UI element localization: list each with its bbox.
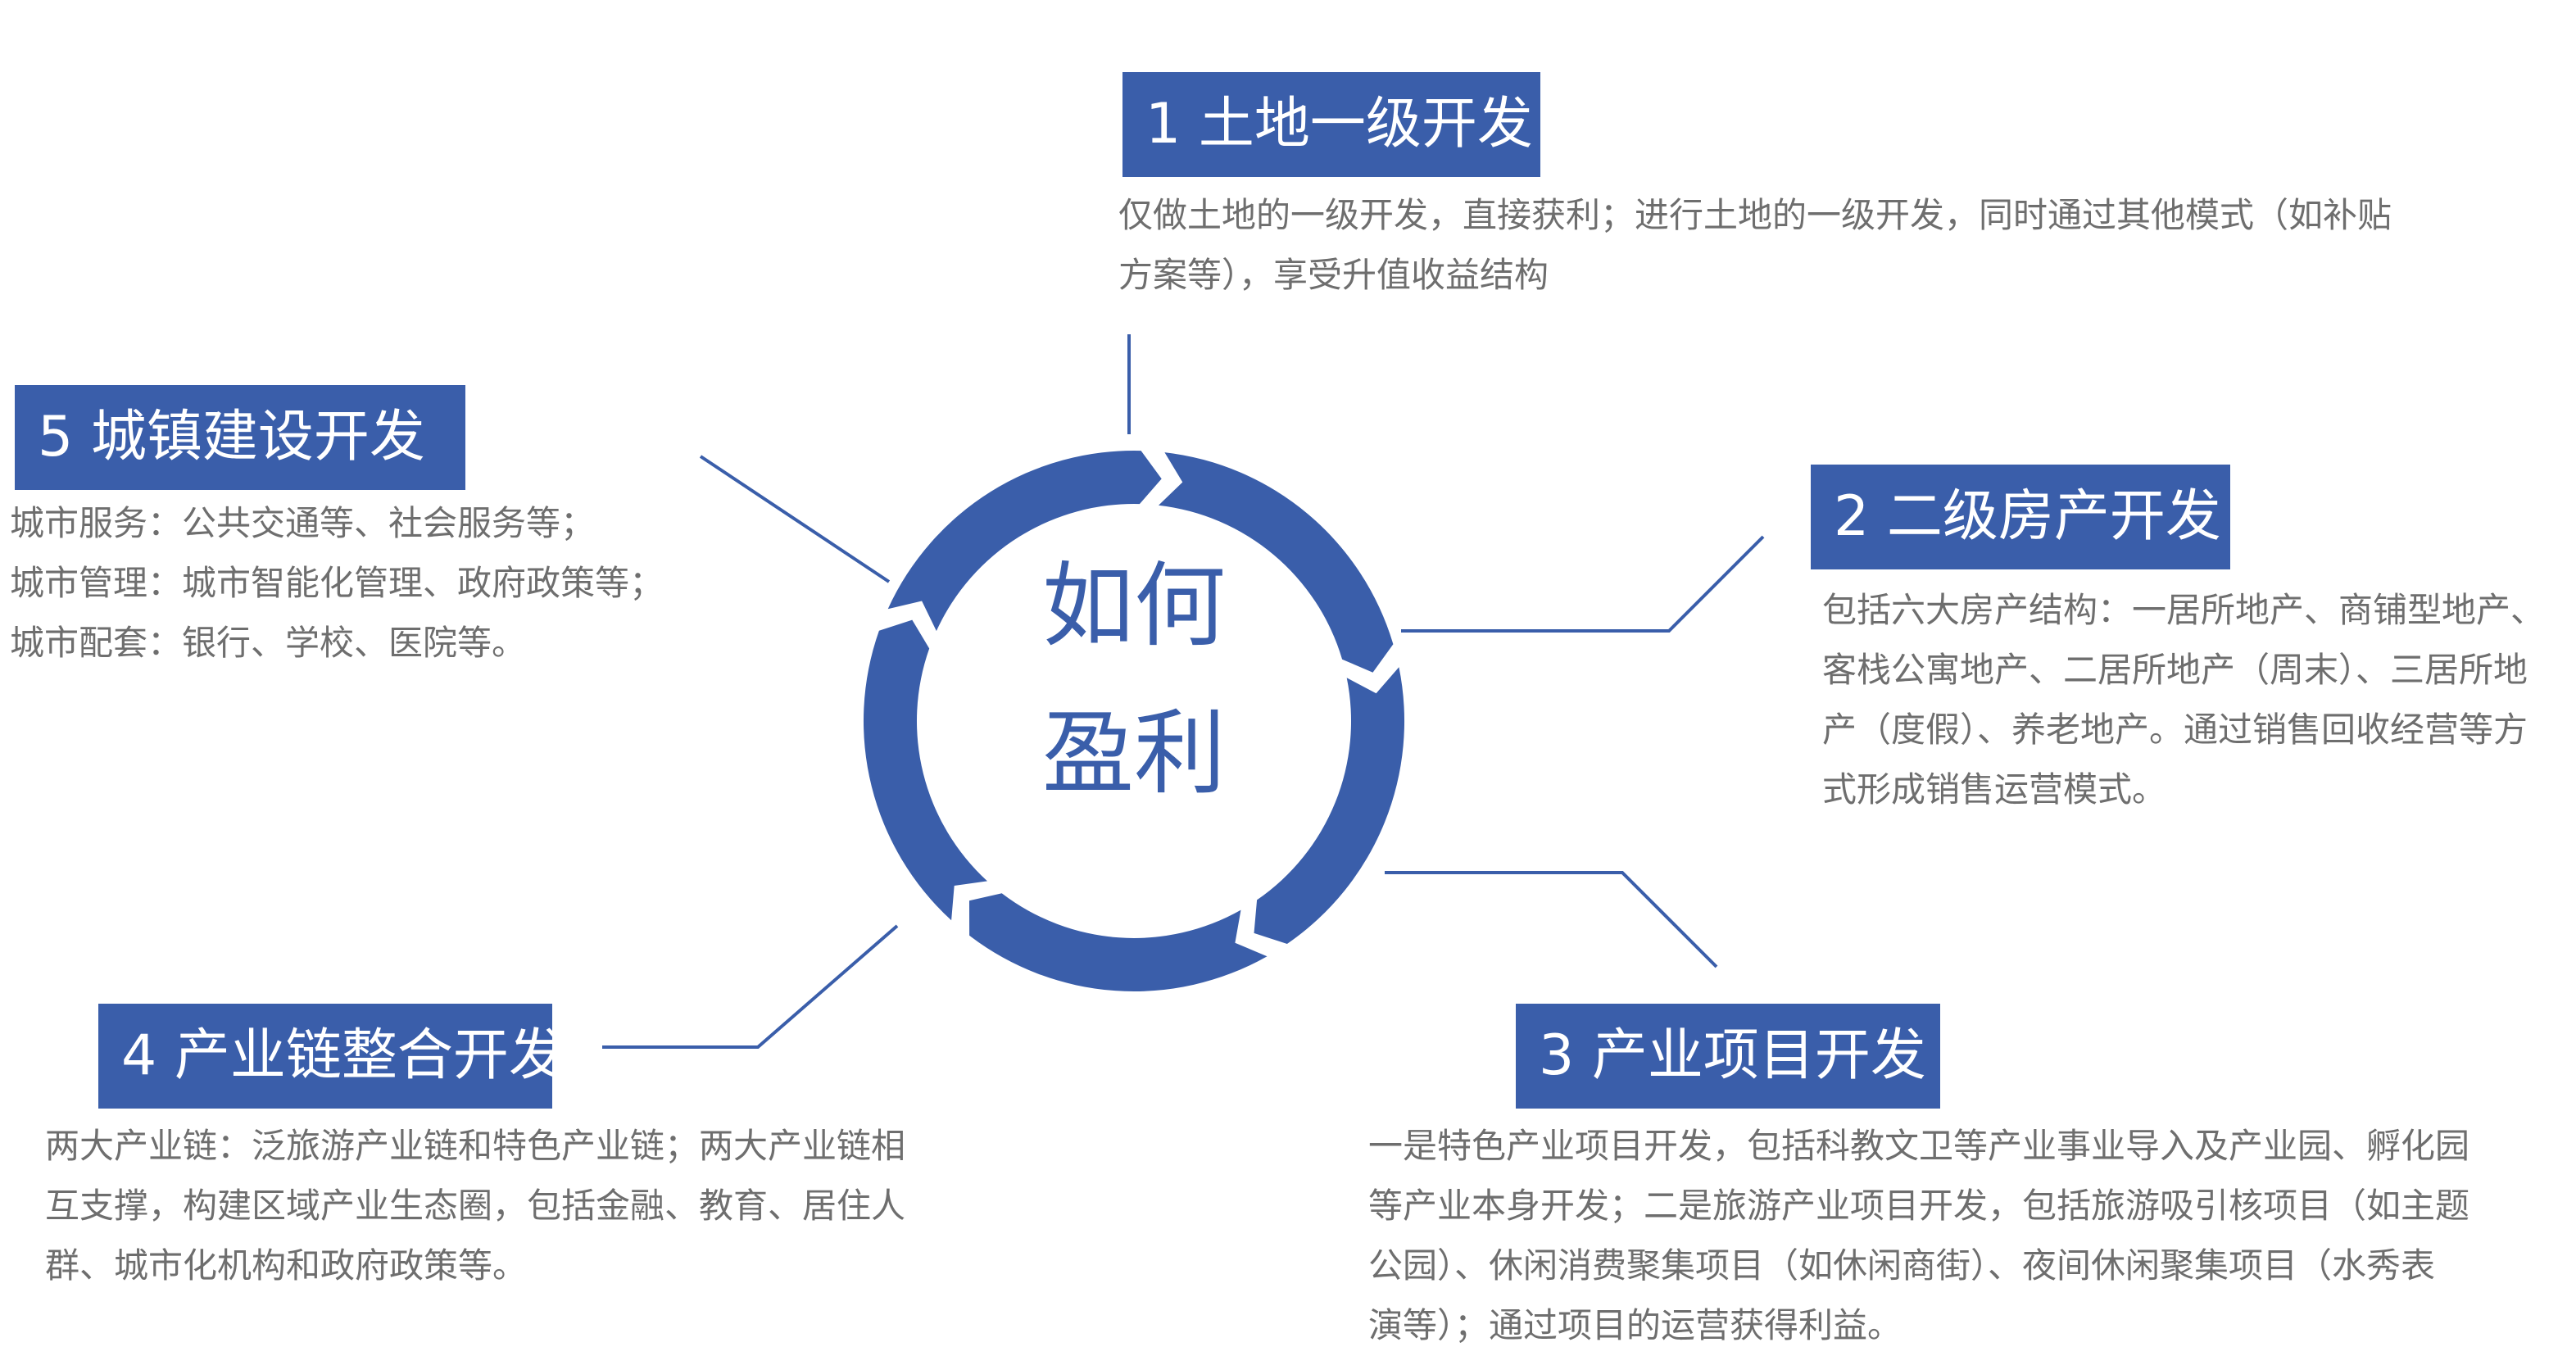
node-3-desc-line: 一是特色产业项目开发，包括科教文卫等产业事业导入及产业园、孵化园 [1368, 1126, 2470, 1166]
ring-segment-4 [863, 619, 987, 921]
node-5-desc-line: 城市服务：公共交通等、社会服务等； [10, 503, 596, 543]
center-title-line-1: 如何 [1042, 553, 1226, 660]
connector-node-2 [1401, 535, 1765, 633]
node-2-desc-line: 产（度假）、养老地产。通过销售回收经营等方 [1822, 710, 2528, 750]
node-1-title: 1 土地一级开发 [1122, 72, 1540, 177]
node-2-desc-line: 式形成销售运营模式。 [1822, 769, 2167, 810]
ring-segment-2 [1254, 667, 1405, 944]
node-4-desc-line: 互支撑，构建区域产业生态圈，包括金融、教育、居住人 [45, 1186, 906, 1226]
ring-segment-1 [1159, 452, 1394, 673]
node-3-desc-line: 等产业本身开发；二是旅游产业项目开发，包括旅游吸引核项目（如主题 [1368, 1186, 2470, 1226]
node-3-desc-line: 公园）、休闲消费聚集项目（如休闲商街）、夜间休闲聚集项目（水秀表 [1368, 1245, 2436, 1286]
node-3-desc-line: 演等）；通过项目的运营获得利益。 [1368, 1305, 1903, 1345]
node-2-description: 包括六大房产结构：一居所地产、商铺型地产、 客栈公寓地产、二居所地产（周末）、三… [1822, 580, 2545, 819]
node-1-desc-line: 仅做土地的一级开发，直接获利；进行土地的一级开发，同时通过其他模式（如补贴 [1118, 195, 2392, 235]
node-3-title: 3 产业项目开发 [1516, 1004, 1940, 1109]
node-5-description: 城市服务：公共交通等、社会服务等； 城市管理：城市智能化管理、政府政策等； 城市… [10, 493, 664, 673]
node-4-title: 4 产业链整合开发 [98, 1004, 565, 1109]
connector-node-5 [699, 455, 891, 583]
center-title: 如何 盈利 [1003, 533, 1265, 828]
node-4-desc-line: 群、城市化机构和政府政策等。 [45, 1245, 528, 1286]
node-5-desc-line: 城市配套：银行、学校、医院等。 [10, 623, 527, 663]
node-3-description: 一是特色产业项目开发，包括科教文卫等产业事业导入及产业园、孵化园 等产业本身开发… [1368, 1116, 2469, 1355]
node-1-desc-line: 方案等），享受升值收益结构 [1118, 255, 1549, 295]
node-5-desc-line: 城市管理：城市智能化管理、政府政策等； [10, 563, 664, 603]
connector-lines [602, 334, 1765, 1049]
node-4-desc-line: 两大产业链：泛旅游产业链和特色产业链；两大产业链相 [45, 1126, 906, 1166]
connector-node-3 [1385, 871, 1718, 968]
node-2-desc-line: 包括六大房产结构：一居所地产、商铺型地产、 [1822, 590, 2546, 630]
ring-segment-3 [969, 893, 1268, 991]
ring-segments [863, 450, 1405, 991]
node-4-description: 两大产业链：泛旅游产业链和特色产业链；两大产业链相 互支撑，构建区域产业生态圈，… [45, 1116, 905, 1295]
node-2-desc-line: 客栈公寓地产、二居所地产（周末）、三居所地 [1822, 650, 2528, 690]
connector-node-4 [602, 924, 899, 1049]
node-1-description: 仅做土地的一级开发，直接获利；进行土地的一级开发，同时通过其他模式（如补贴 方案… [1118, 185, 2392, 305]
node-2-title: 2 二级房产开发 [1811, 465, 2230, 569]
ring-segment-5 [887, 450, 1162, 632]
center-title-line-2: 盈利 [1042, 701, 1226, 807]
node-5-title: 5 城镇建设开发 [15, 385, 465, 490]
